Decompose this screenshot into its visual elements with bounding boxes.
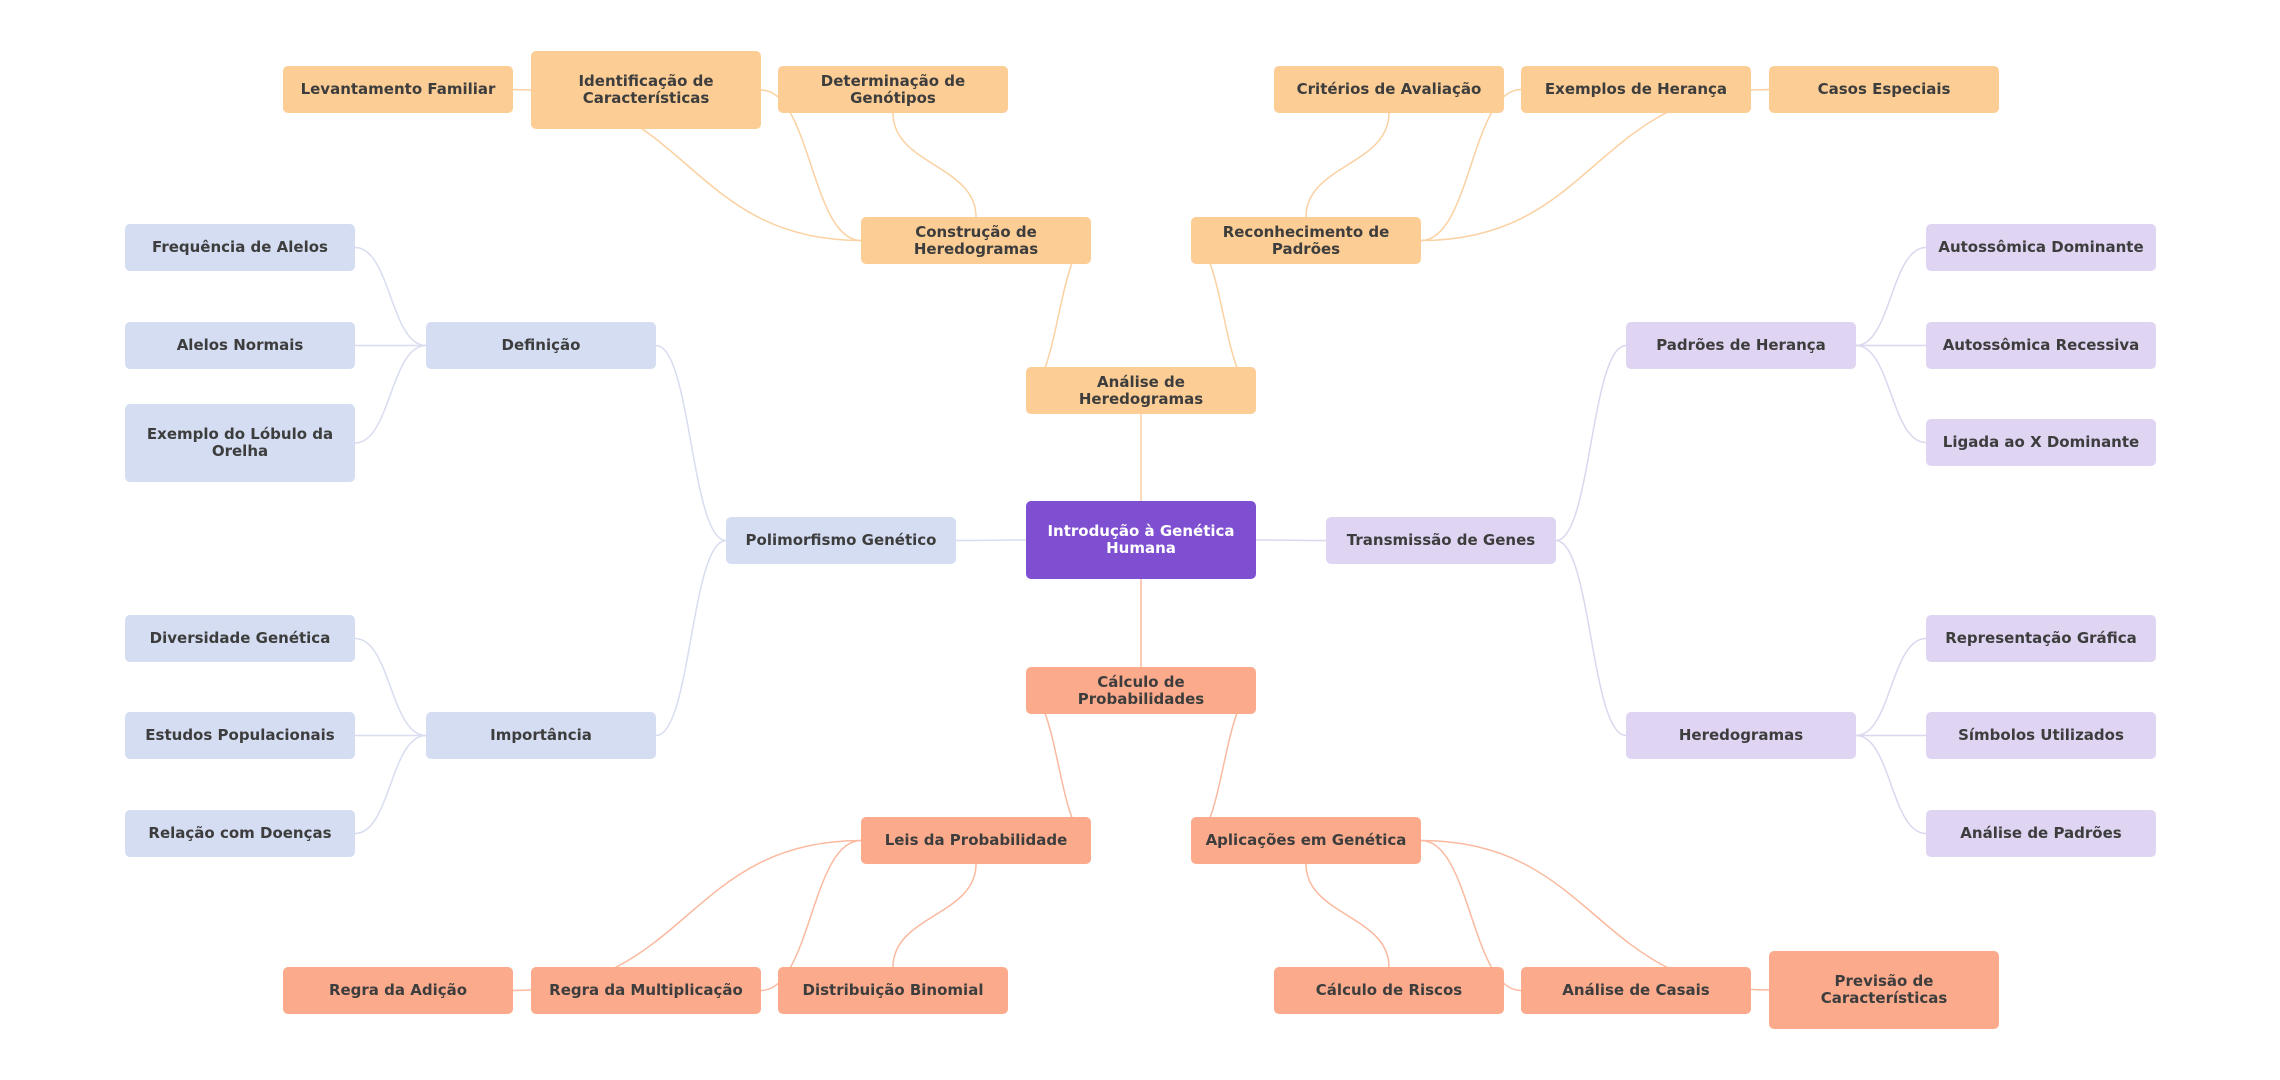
node-autossomica-recessiva[interactable]: Autossômica Recessiva <box>1926 322 2156 369</box>
node-reconhecimento-padroes[interactable]: Reconhecimento de Padrões <box>1191 217 1421 264</box>
node-leis-probabilidade[interactable]: Leis da Probabilidade <box>861 817 1091 864</box>
node-representacao-grafica[interactable]: Representação Gráfica <box>1926 615 2156 662</box>
node-heredogramas[interactable]: Heredogramas <box>1626 712 1856 759</box>
edge-padroes-autodom <box>1855 246 1927 347</box>
edge-construcao-identificacao <box>760 89 862 242</box>
node-padroes-heranca[interactable]: Padrões de Herança <box>1626 322 1856 369</box>
edge-root-polimorfismo <box>955 539 1027 542</box>
edge-leis-multiplicacao <box>760 839 862 992</box>
node-alelos-normais[interactable]: Alelos Normais <box>125 322 355 369</box>
node-calculo-probabilidades[interactable]: Cálculo de Probabilidades <box>1026 667 1256 714</box>
node-calculo-riscos[interactable]: Cálculo de Riscos <box>1274 967 1504 1014</box>
node-previsao-caracteristicas[interactable]: Previsão de Características <box>1769 951 1999 1029</box>
node-frequencia-alelos[interactable]: Frequência de Alelos <box>125 224 355 271</box>
edge-construcao-determinacao <box>892 112 977 218</box>
node-analise-padroes[interactable]: Análise de Padrões <box>1926 810 2156 857</box>
edge-importancia-diversidade <box>354 637 427 737</box>
edge-polimorfismo-definicao <box>655 344 727 542</box>
node-autossomica-dominante[interactable]: Autossômica Dominante <box>1926 224 2156 271</box>
node-importancia[interactable]: Importância <box>426 712 656 759</box>
node-distribuicao-binomial[interactable]: Distribuição Binomial <box>778 967 1008 1014</box>
node-exemplos-heranca[interactable]: Exemplos de Herança <box>1521 66 1751 113</box>
node-exemplo-lobulo-orelha[interactable]: Exemplo do Lóbulo da Orelha <box>125 404 355 482</box>
node-levantamento-familiar[interactable]: Levantamento Familiar <box>283 66 513 113</box>
node-diversidade-genetica[interactable]: Diversidade Genética <box>125 615 355 662</box>
node-analise-casais[interactable]: Análise de Casais <box>1521 967 1751 1014</box>
node-regra-multiplicacao[interactable]: Regra da Multiplicação <box>531 967 761 1014</box>
edge-definicao-frequencia <box>354 246 427 347</box>
node-regra-adicao[interactable]: Regra da Adição <box>283 967 513 1014</box>
edge-aplicacoes-casais <box>1420 839 1522 992</box>
edge-aplicacoes-riscos <box>1305 863 1390 968</box>
node-construcao-heredogramas[interactable]: Construção de Heredogramas <box>861 217 1091 264</box>
node-ligada-x-dominante[interactable]: Ligada ao X Dominante <box>1926 419 2156 466</box>
node-aplicacoes-genetica[interactable]: Aplicações em Genética <box>1191 817 1421 864</box>
node-casos-especiais[interactable]: Casos Especiais <box>1769 66 1999 113</box>
edge-transmissao-heredo2 <box>1555 539 1627 737</box>
edge-importancia-relacao <box>354 734 427 835</box>
edge-definicao-lobulo <box>354 344 427 444</box>
node-simbolos-utilizados[interactable]: Símbolos Utilizados <box>1926 712 2156 759</box>
node-transmissao-genes[interactable]: Transmissão de Genes <box>1326 517 1556 564</box>
edge-reconhecimento-exemplos <box>1420 88 1522 242</box>
edge-heredo2-analisepad <box>1855 734 1927 835</box>
edge-reconhecimento-criterios <box>1305 112 1390 218</box>
node-analise-heredogramas[interactable]: Análise de Heredogramas <box>1026 367 1256 414</box>
node-determinacao-genotipos[interactable]: Determinação de Genótipos <box>778 66 1008 113</box>
node-definicao[interactable]: Definição <box>426 322 656 369</box>
edge-heredo2-representacao <box>1855 637 1927 737</box>
edge-transmissao-padroes <box>1555 344 1627 542</box>
node-identificacao-caracteristicas[interactable]: Identificação de Características <box>531 51 761 129</box>
edge-root-transmissao <box>1255 539 1327 542</box>
node-relacao-doencas[interactable]: Relação com Doenças <box>125 810 355 857</box>
edge-padroes-ligadax <box>1855 344 1927 444</box>
root-node[interactable]: Introdução à Genética Humana <box>1026 501 1256 579</box>
node-criterios-avaliacao[interactable]: Critérios de Avaliação <box>1274 66 1504 113</box>
edge-polimorfismo-importancia <box>655 539 727 737</box>
edge-leis-binomial <box>892 863 977 968</box>
node-estudos-populacionais[interactable]: Estudos Populacionais <box>125 712 355 759</box>
node-polimorfismo-genetico[interactable]: Polimorfismo Genético <box>726 517 956 564</box>
